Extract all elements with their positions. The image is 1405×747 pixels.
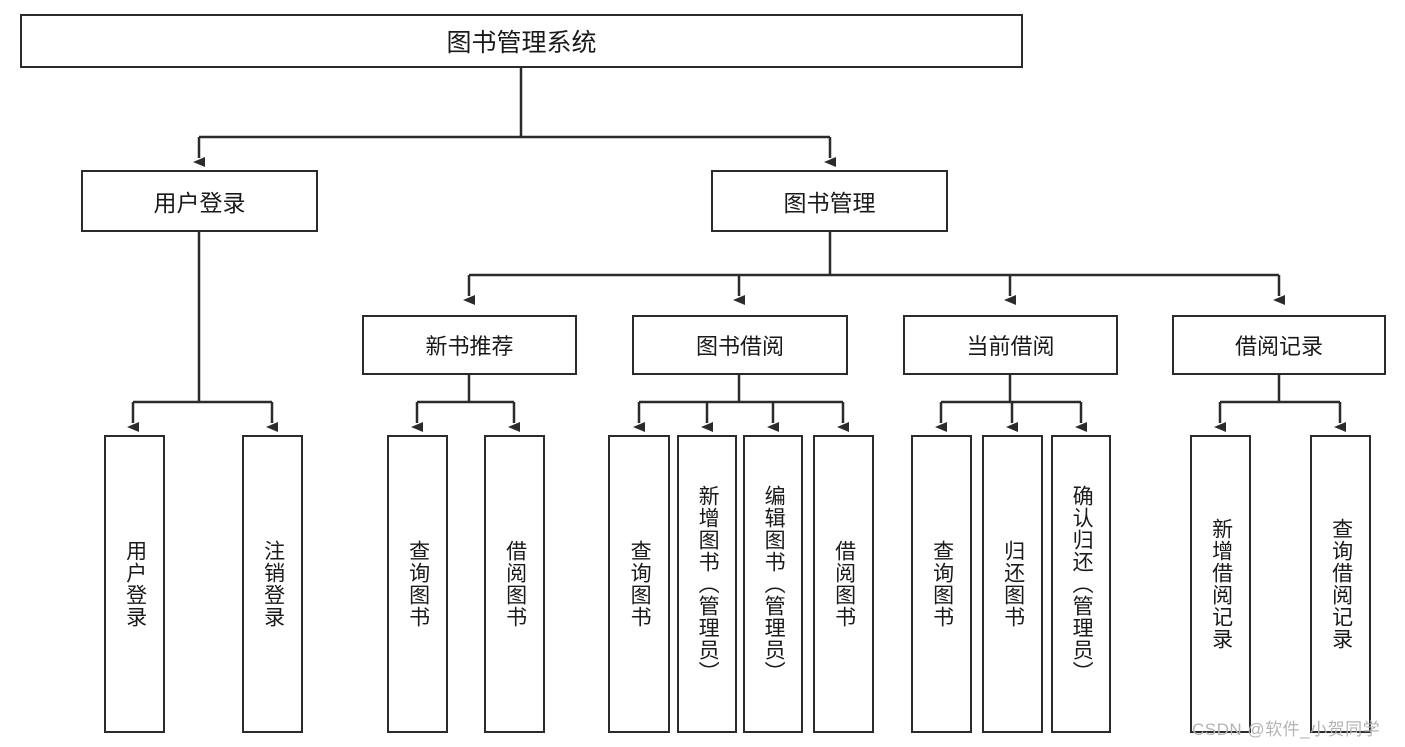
leaf-label: 用户登录 [123, 540, 147, 628]
leaf-label: 查询图书 [628, 540, 652, 628]
node-root[interactable]: 图书管理系统 [20, 14, 1023, 68]
node-borrow-records-label: 借阅记录 [1234, 334, 1323, 359]
leaf-query-borrow-record[interactable]: 查询借阅记录 [1310, 435, 1371, 733]
leaf-add-borrow-record[interactable]: 新增借阅记录 [1190, 435, 1251, 733]
node-new-book-recommend-label: 新书推荐 [425, 334, 514, 359]
node-new-book-recommend[interactable]: 新书推荐 [362, 315, 577, 375]
leaf-label: 查询图书 [930, 540, 954, 628]
leaf-borrow-book-recommend[interactable]: 借阅图书 [484, 435, 545, 733]
node-book-management[interactable]: 图书管理 [711, 170, 948, 232]
leaf-logout[interactable]: 注销登录 [242, 435, 303, 733]
node-current-borrow[interactable]: 当前借阅 [903, 315, 1118, 375]
leaf-user-login[interactable]: 用户登录 [104, 435, 165, 733]
leaf-confirm-return-admin[interactable]: 确认归还（管理员） [1051, 435, 1111, 733]
node-user-login-label: 用户登录 [153, 190, 246, 216]
leaf-return-book[interactable]: 归还图书 [982, 435, 1043, 733]
node-book-borrow[interactable]: 图书借阅 [632, 315, 848, 375]
leaf-label: 查询图书 [406, 540, 430, 628]
node-root-label: 图书管理系统 [446, 29, 597, 57]
leaf-label: 确认归还（管理员） [1070, 485, 1094, 683]
leaf-add-book-admin[interactable]: 新增图书（管理员） [677, 435, 737, 733]
leaf-label: 新增图书（管理员） [696, 485, 720, 683]
leaf-label: 注销登录 [261, 540, 285, 628]
node-book-management-label: 图书管理 [783, 190, 876, 216]
watermark: CSDN @软件_小贺同学 [1192, 720, 1381, 739]
leaf-label: 归还图书 [1001, 540, 1025, 628]
leaf-label: 借阅图书 [832, 540, 856, 628]
leaf-label: 查询借阅记录 [1329, 518, 1353, 650]
leaf-query-book-recommend[interactable]: 查询图书 [387, 435, 448, 733]
node-current-borrow-label: 当前借阅 [966, 334, 1055, 359]
node-book-borrow-label: 图书借阅 [695, 334, 784, 359]
leaf-borrow-book[interactable]: 借阅图书 [813, 435, 874, 733]
leaf-edit-book-admin[interactable]: 编辑图书（管理员） [743, 435, 803, 733]
leaf-query-book-borrow[interactable]: 查询图书 [608, 435, 670, 733]
node-user-login[interactable]: 用户登录 [81, 170, 318, 232]
leaf-query-book-current[interactable]: 查询图书 [911, 435, 972, 733]
node-borrow-records[interactable]: 借阅记录 [1172, 315, 1386, 375]
leaf-label: 借阅图书 [503, 540, 527, 628]
leaf-label: 编辑图书（管理员） [762, 485, 786, 683]
leaf-label: 新增借阅记录 [1209, 518, 1233, 650]
